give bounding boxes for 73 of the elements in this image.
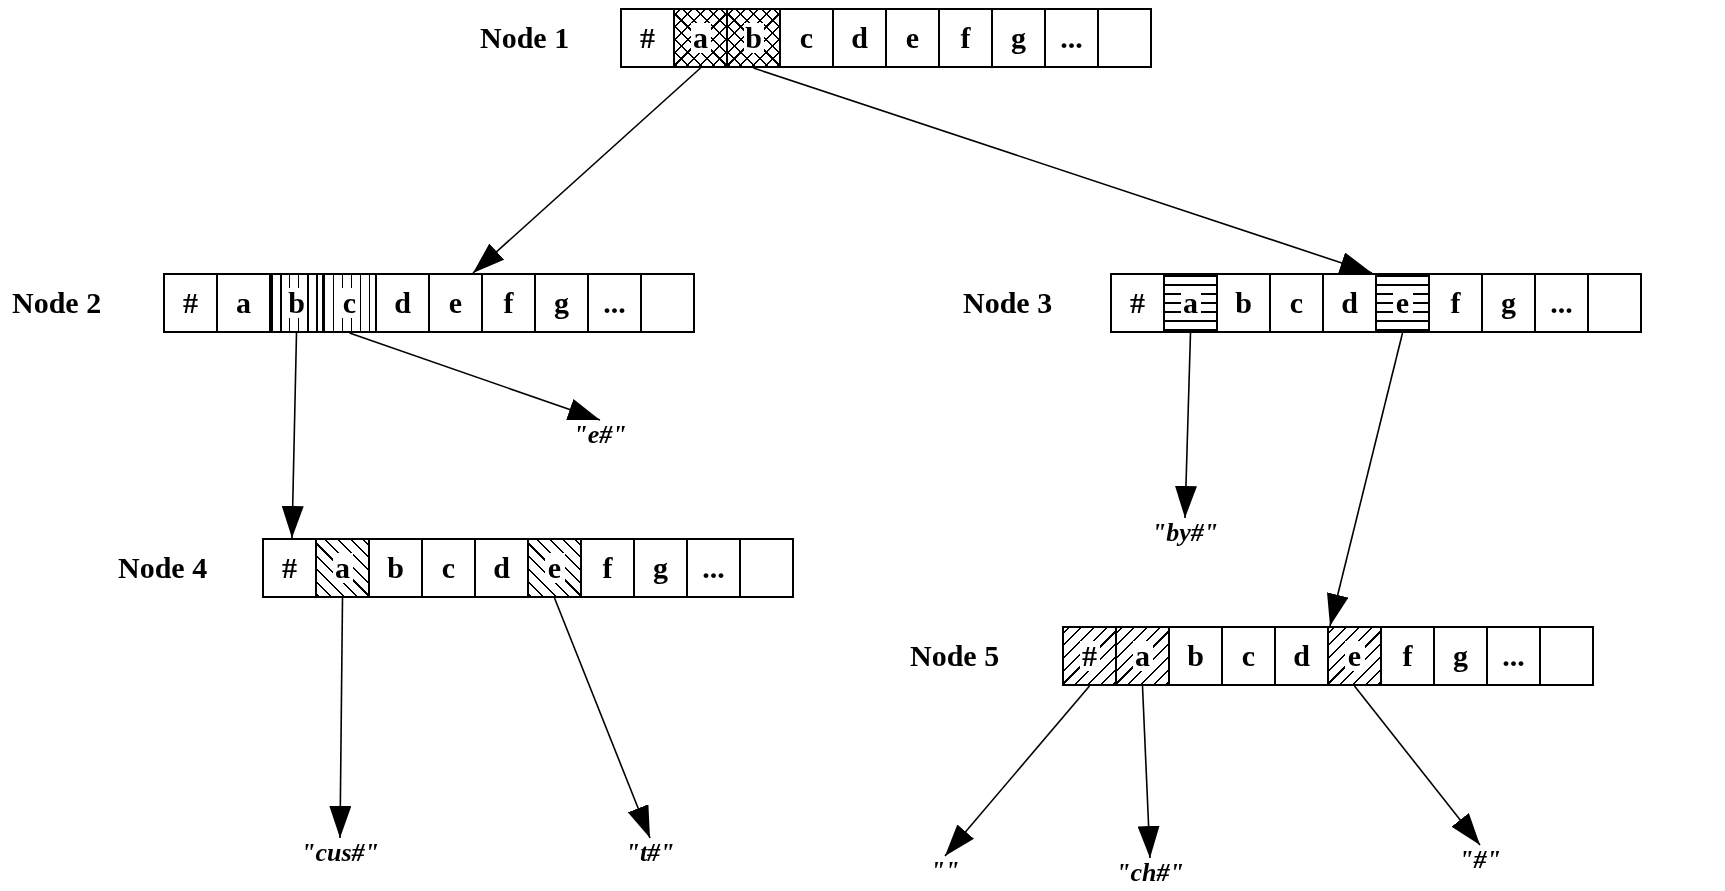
array-cell: d	[1274, 626, 1329, 686]
array-cell: ...	[1486, 626, 1541, 686]
arrow	[752, 67, 1373, 274]
array-cell: #	[163, 273, 218, 333]
array-cell: e	[885, 8, 940, 68]
string-label: "by#"	[1151, 518, 1219, 548]
array-cell: d	[1322, 273, 1377, 333]
array-cell: #	[1062, 626, 1117, 686]
array-cell: c	[421, 538, 476, 598]
string-label: ""	[930, 856, 960, 886]
arrow	[281, 332, 304, 539]
node-label: Node 4	[118, 550, 208, 586]
string-label: "e#"	[573, 420, 627, 450]
array-cell: b	[269, 273, 324, 333]
array-cell: e	[1327, 626, 1382, 686]
array-cell: f	[580, 538, 635, 598]
array-cell: b	[726, 8, 781, 68]
arrow	[944, 685, 1091, 857]
arrow	[348, 332, 601, 421]
array-cell: a	[315, 538, 370, 598]
arrow	[1353, 685, 1481, 846]
array-cell	[1539, 626, 1594, 686]
node-label: Node 3	[963, 285, 1053, 321]
array-cell: c	[1221, 626, 1276, 686]
string-label: "t#"	[625, 838, 675, 868]
array-cell: g	[1481, 273, 1536, 333]
array-cell: ...	[587, 273, 642, 333]
arrow	[1137, 685, 1160, 859]
array-cell: d	[375, 273, 430, 333]
array-cell: g	[991, 8, 1046, 68]
array-cell: e	[428, 273, 483, 333]
array-cell	[640, 273, 695, 333]
arrow	[472, 67, 702, 274]
array-cell: c	[779, 8, 834, 68]
array-cell: f	[938, 8, 993, 68]
string-label: "cus#"	[301, 838, 379, 868]
array-cell	[1097, 8, 1152, 68]
array-cell: e	[527, 538, 582, 598]
array-cell: ...	[1534, 273, 1589, 333]
array-cell: d	[474, 538, 529, 598]
array-cell: c	[1269, 273, 1324, 333]
array-cell: f	[481, 273, 536, 333]
array-cell: e	[1375, 273, 1430, 333]
array-cell: #	[262, 538, 317, 598]
arrow	[1174, 332, 1197, 519]
array-cell: f	[1428, 273, 1483, 333]
arrow	[329, 597, 352, 839]
array-cell: b	[1216, 273, 1271, 333]
array-cell: a	[673, 8, 728, 68]
array-cell: g	[633, 538, 688, 598]
node-label: Node 5	[910, 638, 1000, 674]
node-label: Node 2	[12, 285, 102, 321]
array-cell	[1587, 273, 1642, 333]
node-label: Node 1	[480, 20, 570, 56]
array-cell: c	[322, 273, 377, 333]
array-cell: b	[368, 538, 423, 598]
array-cell: g	[534, 273, 589, 333]
array-cell: a	[1163, 273, 1218, 333]
array-cell: f	[1380, 626, 1435, 686]
array-cell: ...	[1044, 8, 1099, 68]
array-cell: a	[216, 273, 271, 333]
array-cell: #	[1110, 273, 1165, 333]
array-cell: #	[620, 8, 675, 68]
arrow	[553, 597, 651, 839]
array-cell: b	[1168, 626, 1223, 686]
string-label: "#"	[1459, 845, 1501, 875]
array-cell: ...	[686, 538, 741, 598]
arrow	[1327, 332, 1404, 627]
array-cell: d	[832, 8, 887, 68]
array-cell: g	[1433, 626, 1488, 686]
string-label: "ch#"	[1116, 858, 1184, 888]
array-cell: a	[1115, 626, 1170, 686]
array-cell	[739, 538, 794, 598]
